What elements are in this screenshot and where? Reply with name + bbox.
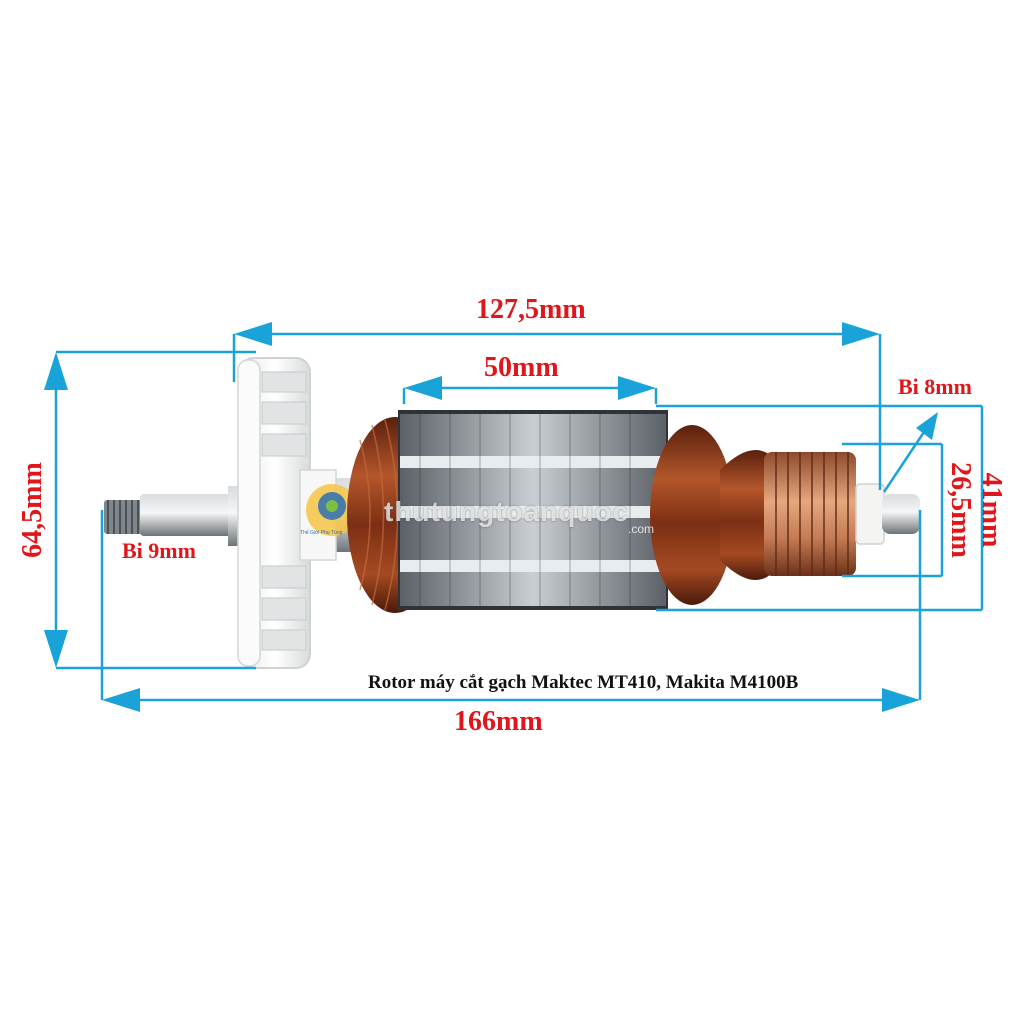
label-bearing-right: Bi 8mm [898,374,972,399]
label-overall-length: 166mm [454,706,543,737]
logo-tagline: Thế Giới Phụ Tùng [300,530,343,536]
label-bearing-left: Bi 9mm [122,538,196,563]
armature-core [398,410,668,610]
product-caption: Rotor máy cắt gạch Maktec MT410, Makita … [368,672,799,693]
commutator [764,452,856,576]
label-fan-diameter: 64,5mm [17,462,48,558]
core-segments [400,414,666,606]
label-core-length: 50mm [484,352,559,383]
dimension-lines [54,332,984,702]
arrow-heads [44,322,938,712]
label-commutator-diameter: 26,5mm [945,462,976,558]
brand-logo [306,484,358,536]
label-armature-span: 127,5mm [476,294,586,325]
label-core-diameter: 41mm [976,472,1007,548]
watermark-text: thutungtoanquoc [384,496,630,527]
watermark-suffix: .com [628,522,655,536]
winding-right [650,425,770,605]
right-shaft [855,483,920,545]
